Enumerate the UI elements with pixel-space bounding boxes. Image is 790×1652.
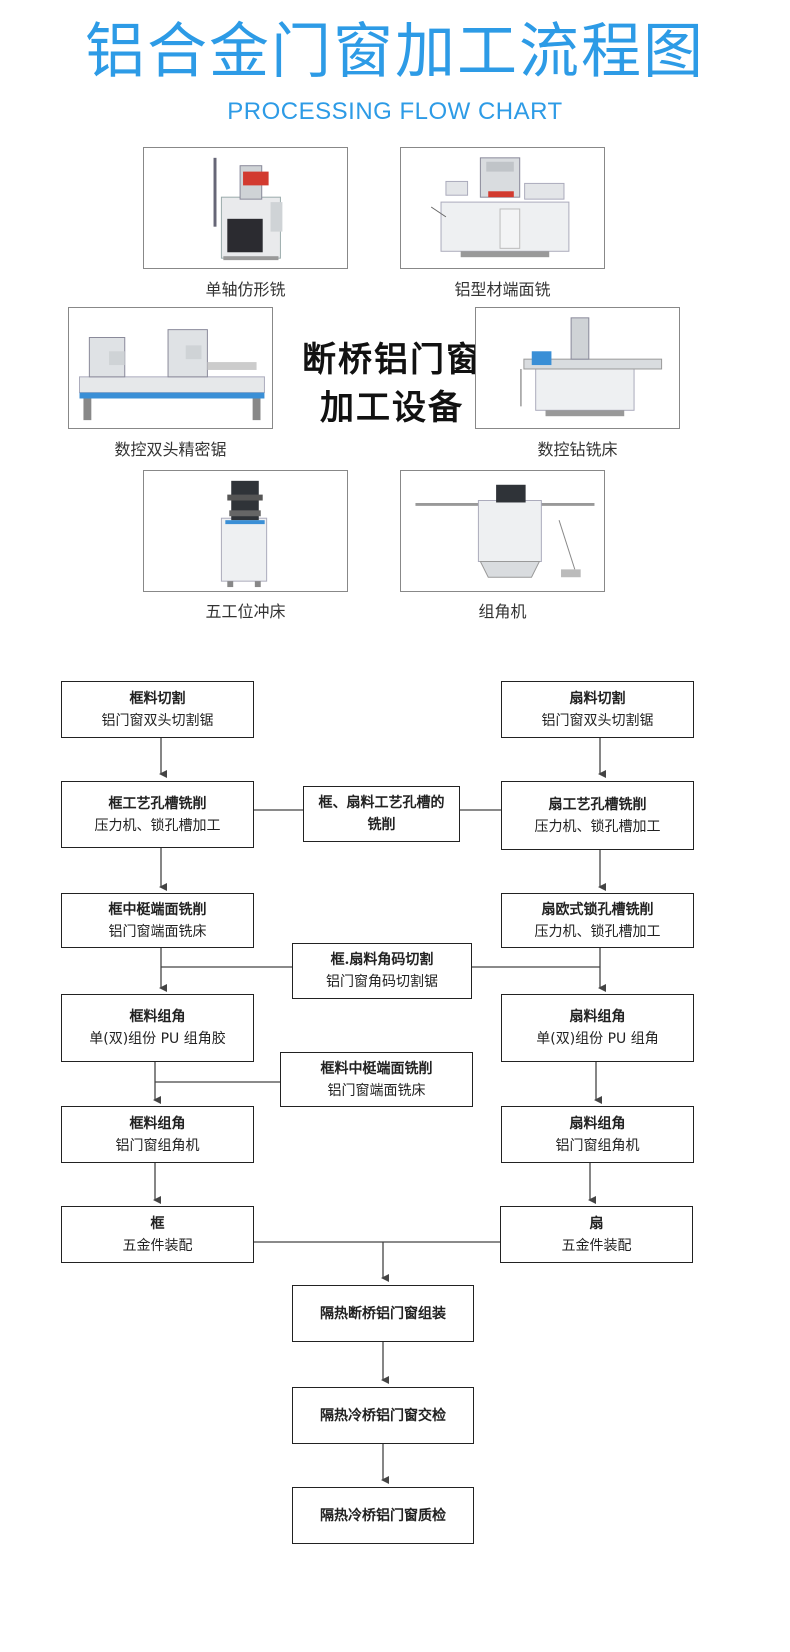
step-frame-corner-2: 框料组角 铝门窗组角机 <box>61 1106 254 1163</box>
step-frame: 框 五金件装配 <box>61 1206 254 1263</box>
machine-photo-1 <box>143 147 348 269</box>
step-subtitle: 铝门窗组角机 <box>115 1137 200 1154</box>
step-mid-slot: 框、扇料工艺孔槽的 铣削 <box>303 786 460 842</box>
step-title: 框料组角 <box>129 1009 186 1025</box>
machine-photo-3 <box>68 307 273 429</box>
center-label-line2: 加工设备 <box>320 388 464 428</box>
step-title: 框 <box>150 1215 165 1232</box>
step-handover: 隔热冷桥铝门窗交检 <box>292 1387 474 1444</box>
machine-photo-6 <box>400 470 605 592</box>
step-sash-slot: 扇工艺孔槽铣削 压力机、锁孔槽加工 <box>501 781 694 850</box>
step-subtitle: 铝门窗双头切割锯 <box>541 712 654 729</box>
machine-caption-1: 单轴仿形铣 <box>205 280 286 299</box>
copy-router-machine-photo <box>213 157 283 261</box>
end-milling-machine-photo <box>430 157 570 258</box>
machine-caption-5: 五工位冲床 <box>205 602 286 621</box>
step-corner-code: 框.扇料角码切割 铝门窗角码切割锯 <box>292 943 472 999</box>
page-subtitle: PROCESSING FLOW CHART <box>227 98 563 125</box>
machine-caption-4: 数控钻铣床 <box>537 440 618 459</box>
punch-press-photo <box>220 480 268 588</box>
step-sash-cut: 扇料切割 铝门窗双头切割锯 <box>501 681 694 738</box>
center-label-line1: 断桥铝门窗 <box>302 340 482 380</box>
step-title: 框、扇料工艺孔槽的 <box>318 795 445 811</box>
step-subtitle: 单(双)组份 PU 组角 <box>536 1031 659 1047</box>
machine-caption-3: 数控双头精密锯 <box>114 440 227 459</box>
step-subtitle: 单(双)组份 PU 组角胶 <box>89 1031 226 1047</box>
step-title: 框料组角 <box>129 1115 186 1132</box>
step-title: 框工艺孔槽铣削 <box>108 795 207 812</box>
drilling-milling-machine-photo <box>520 317 663 417</box>
machine-photo-4 <box>475 307 680 429</box>
step-sash: 扇 五金件装配 <box>500 1206 693 1263</box>
step-title: 框料切割 <box>129 690 186 707</box>
step-title: 扇欧式锁孔槽铣削 <box>541 901 654 918</box>
step-subtitle: 铝门窗组角机 <box>555 1137 640 1154</box>
machine-caption-6: 组角机 <box>478 602 527 621</box>
step-title: 扇工艺孔槽铣削 <box>548 796 647 813</box>
step-subtitle: 压力机、锁孔槽加工 <box>534 923 661 940</box>
step-assembly: 隔热断桥铝门窗组装 <box>292 1285 474 1342</box>
step-title: 框料中梃端面铣削 <box>320 1060 433 1077</box>
step-subtitle: 压力机、锁孔槽加工 <box>534 818 661 835</box>
step-title: 隔热冷桥铝门窗质检 <box>320 1507 446 1524</box>
page-title: 铝合金门窗加工流程图 <box>85 17 705 87</box>
machine-photo-5 <box>143 470 348 592</box>
step-title: 框.扇料角码切割 <box>330 952 434 968</box>
double-head-saw-photo <box>79 329 265 421</box>
step-frame-cut: 框料切割 铝门窗双头切割锯 <box>61 681 254 738</box>
step-subtitle: 铝门窗端面铣床 <box>327 1082 426 1099</box>
step-subtitle: 五金件装配 <box>122 1237 193 1254</box>
step-title: 扇料组角 <box>569 1115 626 1132</box>
step-frame-mullion: 框中梃端面铣削 铝门窗端面铣床 <box>61 893 254 948</box>
equipment-center-label: 断桥铝门窗 加工设备 <box>292 336 492 432</box>
step-subtitle: 铝门窗端面铣床 <box>108 923 207 940</box>
step-sash-corner-2: 扇料组角 铝门窗组角机 <box>501 1106 694 1163</box>
step-title: 扇料切割 <box>569 690 626 707</box>
machine-photo-2 <box>400 147 605 269</box>
step-subtitle: 五金件装配 <box>561 1237 632 1254</box>
corner-crimping-machine-photo <box>415 484 595 578</box>
step-quality-check: 隔热冷桥铝门窗质检 <box>292 1487 474 1544</box>
step-sash-euro: 扇欧式锁孔槽铣削 压力机、锁孔槽加工 <box>501 893 694 948</box>
step-subtitle: 铝门窗角码切割锯 <box>326 974 438 990</box>
step-title: 框中梃端面铣削 <box>108 901 207 918</box>
step-subtitle: 压力机、锁孔槽加工 <box>94 817 221 834</box>
step-title: 扇 <box>589 1215 604 1232</box>
step-title: 隔热断桥铝门窗组装 <box>320 1305 446 1322</box>
step-mid-mullion: 框料中梃端面铣削 铝门窗端面铣床 <box>280 1052 473 1107</box>
step-sash-corner-1: 扇料组角 单(双)组份 PU 组角 <box>501 994 694 1062</box>
step-title: 扇料组角 <box>569 1009 626 1025</box>
machine-caption-2: 铝型材端面铣 <box>454 280 551 299</box>
step-frame-corner-1: 框料组角 单(双)组份 PU 组角胶 <box>61 994 254 1062</box>
step-subtitle: 铝门窗双头切割锯 <box>101 712 214 729</box>
step-title-2: 铣削 <box>367 817 396 833</box>
step-frame-slot: 框工艺孔槽铣削 压力机、锁孔槽加工 <box>61 781 254 848</box>
step-title: 隔热冷桥铝门窗交检 <box>320 1407 446 1424</box>
